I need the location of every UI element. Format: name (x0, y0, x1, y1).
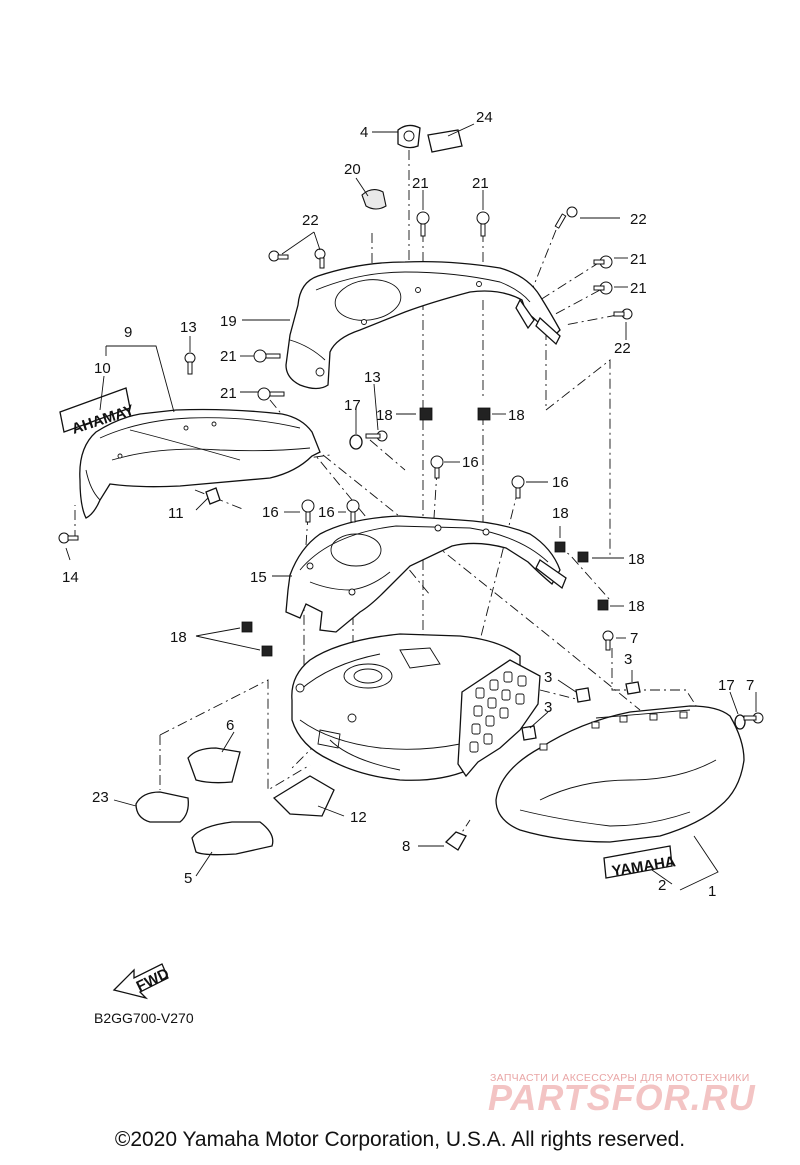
fuel-tank (291, 633, 541, 781)
pad-part-6 (187, 747, 241, 784)
callout-2: 2 (658, 877, 666, 894)
callout-18-e: 18 (628, 598, 645, 615)
callout-18-d: 18 (628, 551, 645, 568)
right-side-cover-part-1 (495, 705, 745, 843)
callout-20: 20 (344, 161, 361, 178)
watermark-logo: PARTSFOR.RU (488, 1077, 756, 1118)
callout-18-b: 18 (508, 407, 525, 424)
leader-lines (65, 123, 757, 891)
callout-18-a: 18 (376, 407, 393, 424)
callout-3-b: 3 (544, 669, 552, 686)
callout-7-b: 7 (746, 677, 754, 694)
copyright-notice: ©2020 Yamaha Motor Corporation, U.S.A. A… (114, 1128, 686, 1151)
forward-direction-arrow: FWD (112, 963, 172, 1000)
callout-18-f: 18 (170, 629, 187, 646)
callout-13-a: 13 (180, 319, 197, 336)
callout-22-c: 22 (614, 340, 631, 357)
center-tank-cover-part-15 (285, 515, 567, 633)
callout-16-b: 16 (552, 474, 569, 491)
callout-23: 23 (92, 789, 109, 806)
right-emblem-part-2: YAMAHA (603, 845, 677, 880)
callout-21-e: 21 (220, 348, 237, 365)
callout-8: 8 (402, 838, 410, 855)
callout-16-d: 16 (318, 504, 335, 521)
pad-part-12 (272, 775, 335, 817)
callout-17-a: 17 (344, 397, 361, 414)
callout-12: 12 (350, 809, 367, 826)
callout-10: 10 (94, 360, 111, 377)
callout-4: 4 (360, 124, 368, 141)
callout-3-c: 3 (544, 699, 552, 716)
callout-3-a: 3 (624, 651, 632, 668)
callout-21-d: 21 (630, 280, 647, 297)
fasteners (58, 206, 764, 851)
callout-17-b: 17 (718, 677, 735, 694)
callout-18-c: 18 (552, 505, 569, 522)
callout-9: 9 (124, 324, 132, 341)
diagram-code: B2GG700-V270 (94, 1010, 194, 1026)
pad-part-23 (135, 791, 189, 823)
clip-nuts-part-18 (241, 407, 609, 657)
callout-11: 11 (168, 505, 184, 522)
callout-21-c: 21 (630, 251, 647, 268)
pad-part-5 (191, 821, 274, 856)
callout-5: 5 (184, 870, 192, 887)
grommet-part-20 (361, 189, 387, 210)
callout-22-a: 22 (630, 211, 647, 228)
left-side-cover-part-9 (79, 408, 321, 519)
callout-19: 19 (220, 313, 237, 330)
callout-14: 14 (62, 569, 79, 586)
callout-21-a: 21 (412, 175, 429, 192)
callout-21-b: 21 (472, 175, 489, 192)
callout-16-c: 16 (262, 504, 279, 521)
callout-21-f: 21 (220, 385, 237, 402)
callout-13-b: 13 (364, 369, 381, 386)
callout-numbers: 4 24 20 21 21 22 22 21 21 22 19 13 9 21 … (62, 109, 754, 900)
emblem-part-4 (397, 124, 421, 149)
watermark-tagline: ЗАПЧАСТИ И АКСЕССУАРЫ ДЛЯ МОТОТЕХНИКИ (490, 1072, 750, 1084)
callout-16-a: 16 (462, 454, 479, 471)
decal-part-24 (427, 129, 463, 153)
callout-6: 6 (226, 717, 234, 734)
callout-1: 1 (708, 883, 716, 900)
callout-24: 24 (476, 109, 493, 126)
callout-15: 15 (250, 569, 267, 586)
callout-22-b: 22 (302, 212, 319, 229)
upper-tank-cover-part-19 (285, 260, 561, 390)
callout-7-a: 7 (630, 630, 638, 647)
